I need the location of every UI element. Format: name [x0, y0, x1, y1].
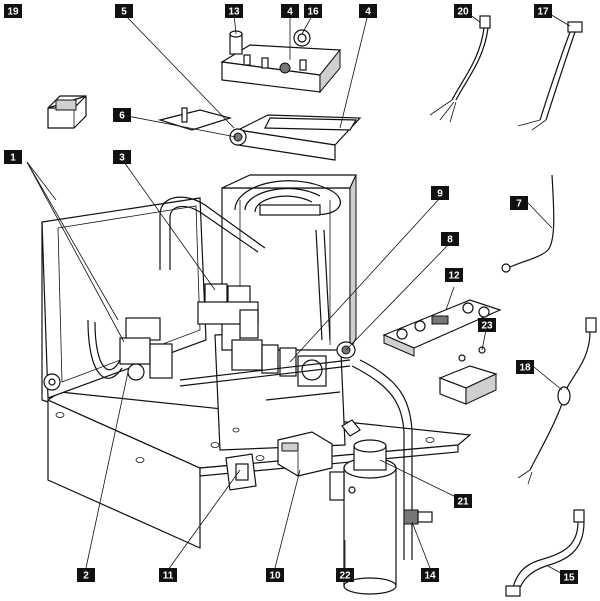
wire-7	[501, 174, 555, 273]
svg-text:17: 17	[537, 7, 549, 18]
callout-8: 8	[441, 232, 459, 246]
callout-20: 20	[454, 4, 472, 18]
hose-15	[505, 509, 585, 597]
manifold-fitting-13	[229, 30, 243, 55]
svg-text:7: 7	[516, 199, 522, 210]
callout-9: 9	[431, 186, 449, 200]
reservoir-cover	[236, 114, 362, 161]
svg-text:15: 15	[563, 573, 575, 584]
control-panel	[382, 299, 502, 357]
drain-tube	[351, 359, 433, 560]
overflow-tube	[159, 196, 266, 270]
svg-text:8: 8	[447, 235, 453, 246]
callout-23: 23	[478, 318, 496, 332]
pump-fitting	[336, 341, 356, 359]
svg-text:11: 11	[163, 571, 174, 582]
relay-board	[179, 339, 351, 401]
svg-text:10: 10	[269, 571, 281, 582]
transformer	[277, 431, 333, 477]
svg-text:18: 18	[519, 363, 531, 374]
heating-element	[234, 180, 341, 216]
top-manifold-block	[220, 44, 342, 94]
wire-harness-17	[517, 21, 583, 131]
svg-text:19: 19	[7, 7, 19, 18]
svg-text:2: 2	[83, 571, 89, 582]
svg-text:21: 21	[457, 497, 469, 508]
wire-harness-20	[429, 15, 491, 123]
callout-13: 13	[225, 4, 243, 18]
callout-7: 7	[510, 196, 528, 210]
transformer-19	[47, 95, 87, 129]
callout-18: 18	[516, 360, 534, 374]
svg-text:4: 4	[287, 7, 293, 18]
callout-3: 3	[113, 150, 131, 164]
callout-22: 22	[336, 568, 354, 582]
svg-text:20: 20	[457, 7, 469, 18]
svg-text:22: 22	[339, 571, 351, 582]
svg-text:4: 4	[365, 7, 371, 18]
svg-text:9: 9	[437, 189, 443, 200]
solenoid-valve-pair	[197, 283, 259, 339]
leader-lines	[26, 9, 571, 579]
callout-2: 2	[77, 568, 95, 582]
callout-21: 21	[454, 494, 472, 508]
callout-1: 1	[4, 150, 22, 164]
level-probe-tube	[315, 229, 331, 341]
svg-text:14: 14	[424, 571, 436, 582]
svg-text:13: 13	[228, 7, 240, 18]
manifold-fitting-16	[293, 29, 311, 47]
wire-harness-18	[517, 317, 597, 485]
callout-11: 11	[159, 568, 177, 582]
inlet-valve-assembly	[43, 317, 173, 391]
callout-5: 5	[115, 4, 133, 18]
svg-text:12: 12	[448, 271, 460, 282]
callout-6: 6	[113, 108, 131, 122]
water-filter-cartridge	[329, 419, 397, 595]
thermostat	[157, 107, 247, 146]
callout-10: 10	[266, 568, 284, 582]
svg-text:5: 5	[121, 7, 127, 18]
callout-15: 15	[560, 570, 578, 584]
callout-4-cover: 4	[359, 4, 377, 18]
svg-text:23: 23	[481, 321, 493, 332]
switch-bracket	[225, 453, 257, 491]
callout-19: 19	[4, 4, 22, 18]
relay-23	[438, 346, 498, 405]
callout-12: 12	[445, 268, 463, 282]
callout-16: 16	[304, 4, 322, 18]
callout-4-manifold: 4	[281, 4, 299, 18]
svg-text:1: 1	[10, 153, 16, 164]
callout-17: 17	[534, 4, 552, 18]
callout-14: 14	[421, 568, 439, 582]
svg-text:6: 6	[119, 111, 125, 122]
svg-text:3: 3	[119, 153, 125, 164]
svg-text:16: 16	[307, 7, 319, 18]
